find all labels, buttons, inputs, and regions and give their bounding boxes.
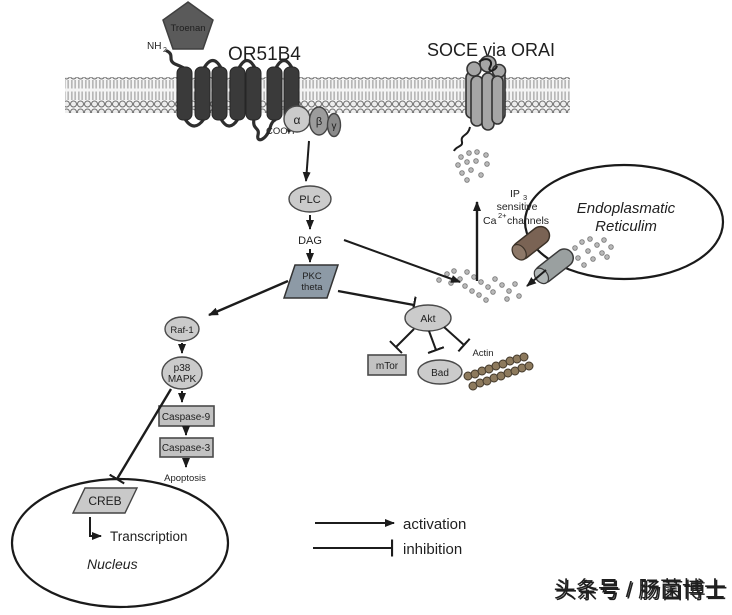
nucleus-label: Nucleus <box>87 556 138 572</box>
cooh-label: COOH <box>266 126 295 137</box>
pkc-theta-node: PKC theta <box>282 264 340 299</box>
bad-node <box>417 359 463 385</box>
nh2-label: NH <box>147 41 161 52</box>
ligand-troenan: Troenan <box>162 1 214 50</box>
p38-mapk-node <box>161 356 203 390</box>
g-alpha-label: α <box>294 113 301 127</box>
watermark: 头条号 / 肠菌博士 头条号 / 肠菌博士 <box>554 577 728 604</box>
nh2-sub-label: 2 <box>163 47 167 54</box>
caspase9-label: Caspase-9 <box>162 412 211 423</box>
ip3-channel-cylinder-brown <box>511 225 551 261</box>
pkc-label-line2: theta <box>301 282 323 293</box>
caspase3-label: Caspase-3 <box>162 443 211 454</box>
arrow-pkc-to-raf <box>208 279 289 317</box>
dag-label: DAG <box>298 235 322 247</box>
legend-inhibition-label: inhibition <box>403 541 462 558</box>
receptor-i3-loop <box>252 117 277 142</box>
actin-filaments <box>463 352 534 391</box>
g-gamma-subunit <box>326 112 342 138</box>
g-gamma-label: γ <box>332 121 337 132</box>
g-protein: α β γ <box>283 105 342 138</box>
plc-node <box>288 185 332 213</box>
legend: activation inhibition <box>313 516 466 558</box>
watermark-shadow-text: 头条号 / 肠菌博士 <box>555 579 727 604</box>
inhibition-akt-to-actin <box>443 326 464 345</box>
raf-label: Raf-1 <box>170 325 193 336</box>
ip3-label-sub: 3 <box>523 193 527 202</box>
transcription-arrow <box>89 517 102 540</box>
orai-tail-squiggle <box>453 126 471 152</box>
receptor-n-terminus <box>165 49 186 70</box>
p38-label-line1: p38 <box>174 363 191 374</box>
orai-channel: SOCE via ORAI <box>427 40 555 152</box>
legend-activation-label: activation <box>403 516 466 533</box>
receptor-name-label: OR51B4 <box>228 44 301 65</box>
soce-label: SOCE via ORAI <box>427 40 555 60</box>
transcription-label: Transcription <box>110 529 188 544</box>
arrow-er-calcium-release <box>526 269 547 287</box>
g-beta-label: β <box>316 116 322 128</box>
watermark-text: 头条号 / 肠菌博士 <box>554 577 726 602</box>
p38-label-line2: MAPK <box>168 374 197 385</box>
ip3-label-ca: Ca <box>483 215 497 227</box>
actin-label: Actin <box>472 348 493 359</box>
mtor-node <box>367 354 407 376</box>
arrow-dag-to-calcium <box>343 239 461 283</box>
er-name-line2: Reticulim <box>595 218 657 235</box>
orai-top-curl <box>478 58 498 72</box>
creb-label: CREB <box>88 494 121 508</box>
nucleus: CREB Transcription Nucleus <box>10 477 230 609</box>
or51b4-receptor: OR51B4 NH 2 COOH <box>147 41 301 142</box>
mtor-label: mTor <box>376 361 399 372</box>
inhibition-p38-to-creb <box>117 388 173 479</box>
akt-node <box>404 304 452 332</box>
calcium-ions-in-er <box>572 236 614 268</box>
ip3-channel-label: IP 3 sensitive Ca 2+ channels <box>483 188 549 227</box>
ligand-name-label: Troenan <box>170 23 205 34</box>
inhibition-akt-to-mtor <box>396 328 415 347</box>
arrow-gprotein-to-plc <box>302 140 311 182</box>
inhibition-pkc-to-akt <box>337 289 414 305</box>
calcium-ions-cytosol <box>436 268 522 303</box>
ip3-label-sensitive: sensitive <box>497 201 538 213</box>
ip3-label-channels: channels <box>507 215 549 227</box>
inhibition-akt-to-bad <box>429 330 436 350</box>
endoplasmic-reticulum: Endoplasmatic Reticulim IP 3 sensitive C… <box>483 163 725 287</box>
ip3-label-sup: 2+ <box>498 211 507 220</box>
plc-label: PLC <box>299 194 320 206</box>
apoptosis-label: Apoptosis <box>164 473 206 484</box>
raf-node <box>164 316 200 342</box>
pkc-label-line1: PKC <box>302 271 322 282</box>
ligand-pentagon-icon <box>162 1 214 50</box>
ip3-label-ip: IP <box>510 188 520 200</box>
akt-label: Akt <box>420 313 435 325</box>
calcium-ions-below-orai <box>455 149 490 183</box>
bad-label: Bad <box>431 368 449 379</box>
er-name-line1: Endoplasmatic <box>577 200 676 217</box>
caspase3-node <box>159 437 214 458</box>
creb-node <box>71 487 139 514</box>
